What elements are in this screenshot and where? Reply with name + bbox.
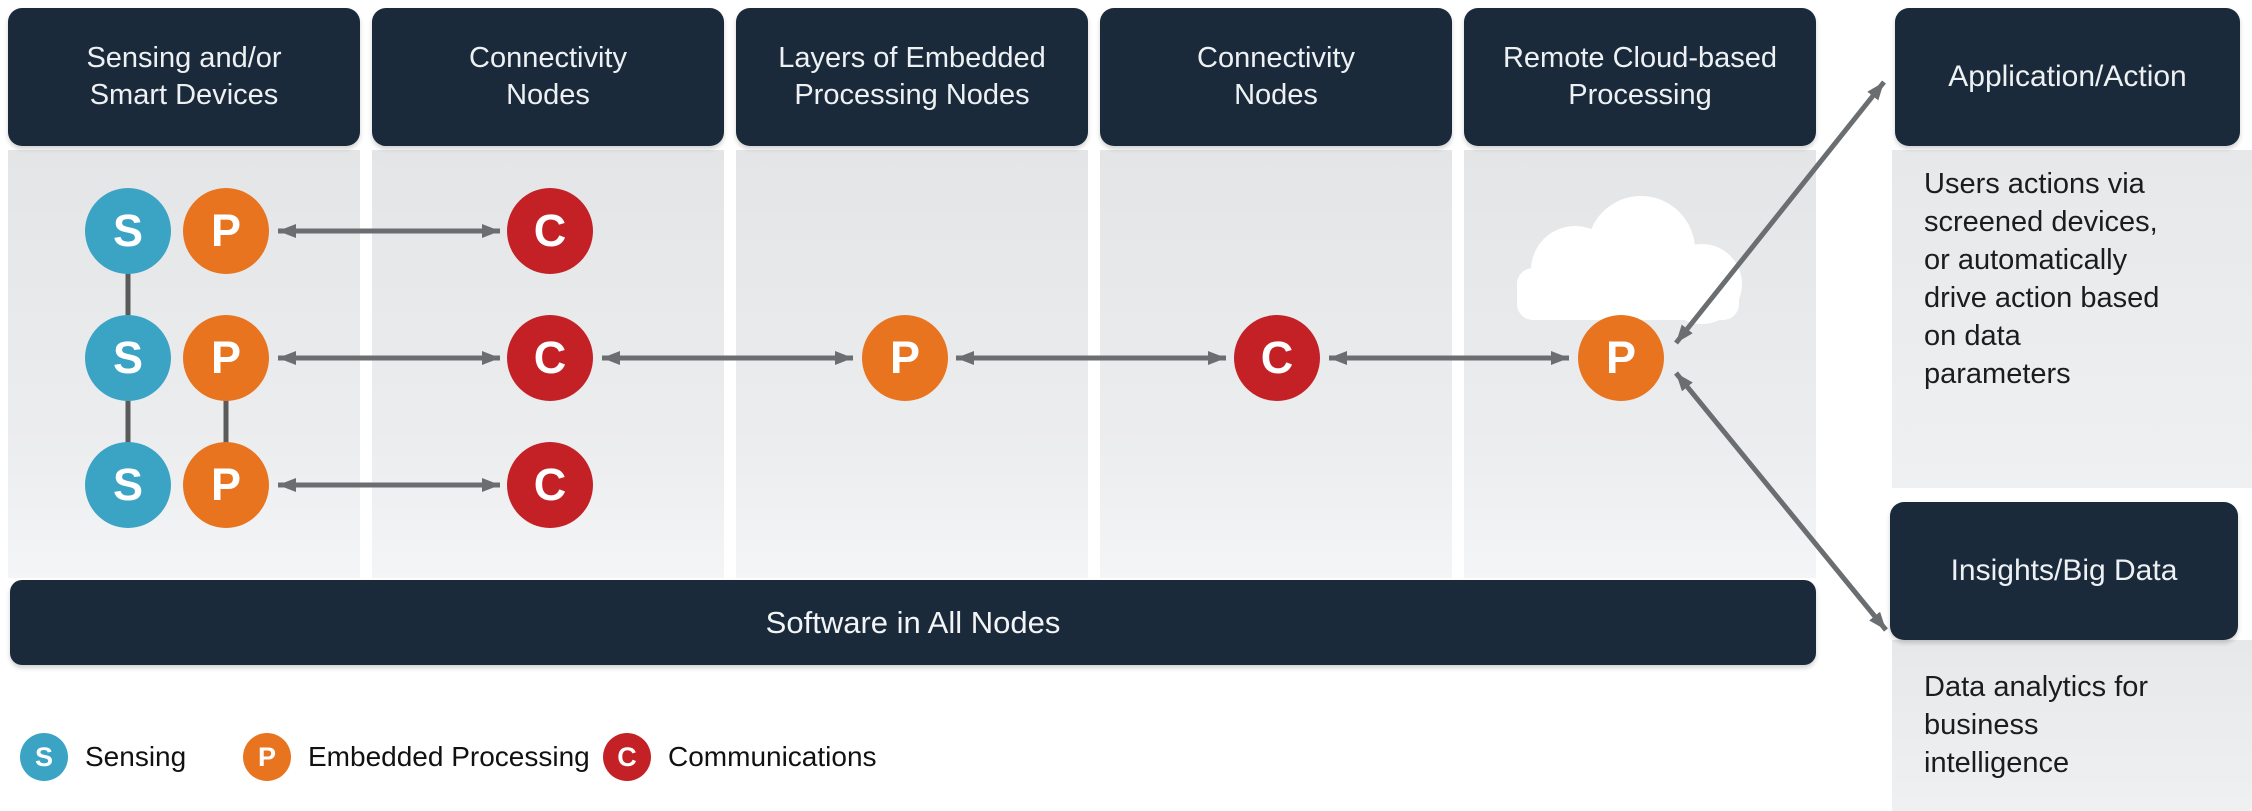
sensing-legend-icon: S (20, 733, 68, 781)
legend-item-embedded-processing: P Embedded Processing (243, 733, 590, 781)
column-header-cloud-processing: Remote Cloud-based Processing (1464, 8, 1816, 146)
column-header-connectivity-1: Connectivity Nodes (372, 8, 724, 146)
sensing-node-row1: S (85, 188, 171, 274)
legend-item-communications: C Communications (603, 733, 877, 781)
legend-label-embedded-processing: Embedded Processing (308, 741, 590, 772)
embedded-processing-node: P (862, 315, 948, 401)
processing-node-row2: P (183, 315, 269, 401)
insights-big-data-title-box: Insights/Big Data (1890, 502, 2238, 640)
processing-node-row1: P (183, 188, 269, 274)
column-header-sensing-devices: Sensing and/or Smart Devices (8, 8, 360, 146)
legend-label-sensing: Sensing (85, 741, 187, 772)
sensing-node-row2: S (85, 315, 171, 401)
communications-node-row3: C (507, 442, 593, 528)
application-action-description: Users actions via screened devices, or a… (1924, 168, 2160, 390)
insights-big-data-panel (1892, 640, 2252, 811)
cloud-processing-node: P (1578, 315, 1664, 401)
application-action-panel (1892, 150, 2252, 488)
sensing-node-row3: S (85, 442, 171, 528)
application-action-title-box: Application/Action (1895, 8, 2240, 146)
legend-item-sensing: S Sensing (20, 733, 186, 781)
embedded-processing-legend-icon: P (243, 733, 291, 781)
communications-node-row2: C (507, 315, 593, 401)
processing-node-row3: P (183, 442, 269, 528)
software-in-all-nodes-bar: Software in All Nodes (10, 580, 1816, 665)
insights-big-data-description: Data analytics for business intelligence (1924, 671, 2149, 779)
communications-node-right: C (1234, 315, 1320, 401)
column-header-connectivity-2: Connectivity Nodes (1100, 8, 1452, 146)
legend-label-communications: Communications (668, 741, 877, 772)
column-header-embedded-processing: Layers of Embedded Processing Nodes (736, 8, 1088, 146)
communications-node-row1: C (507, 188, 593, 274)
communications-legend-icon: C (603, 733, 651, 781)
